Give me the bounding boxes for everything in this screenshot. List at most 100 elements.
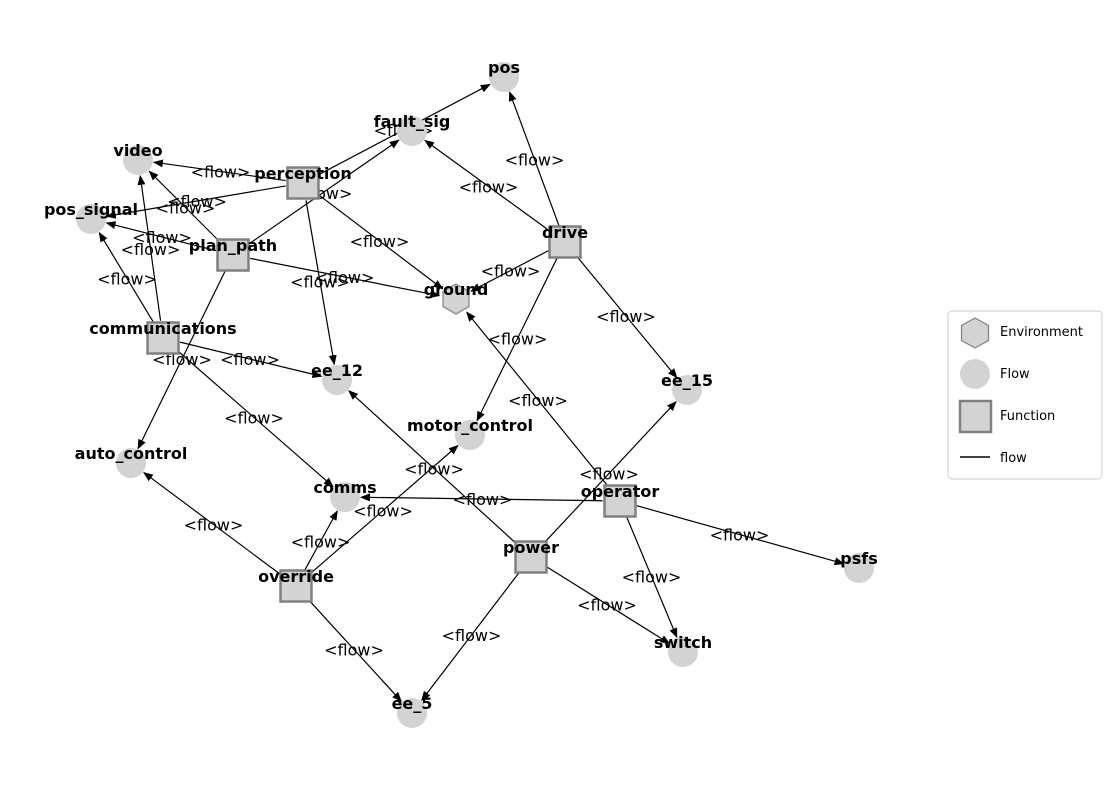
edge-drive-to-motor_control	[476, 257, 558, 422]
legend-flow-label: Flow	[1000, 367, 1030, 382]
node-ground	[442, 283, 470, 315]
edge-operator-to-psfs	[636, 505, 845, 566]
edge-label: <flow>	[459, 178, 519, 197]
edge-perception-to-ee_12	[305, 200, 337, 366]
node-plan_path	[216, 238, 250, 272]
node-auto_control	[116, 448, 146, 478]
edge-operator-to-switch	[626, 516, 678, 639]
legend-function-icon	[958, 399, 993, 434]
node-ee_15	[672, 375, 702, 405]
node-label-psfs: psfs	[840, 549, 877, 568]
node-label-auto_control: auto_control	[75, 444, 188, 463]
edge-perception-to-video	[152, 159, 286, 182]
edge-operator-to-comms	[359, 493, 603, 502]
edge-communications-to-video	[137, 174, 162, 321]
edge-label: <flow>	[224, 409, 284, 428]
edge-drive-to-ground	[470, 249, 550, 292]
node-override	[279, 569, 313, 603]
edge-label: <flow>	[350, 232, 410, 251]
legend-flow-icon	[960, 359, 990, 389]
edge-plan_path-to-auto_control	[137, 270, 226, 450]
edge-label: <flow>	[453, 490, 513, 509]
node-label-operator: operator	[581, 482, 660, 501]
node-video	[123, 145, 153, 175]
edge-override-to-ee_5	[307, 598, 402, 702]
node-label-ee_5: ee_5	[392, 694, 433, 713]
edge-labels-layer: <flow><flow><flow><flow><flow><flow><flo…	[97, 121, 769, 660]
edge-communications-to-comms	[175, 349, 334, 488]
node-label-drive: drive	[542, 223, 588, 242]
edge-plan_path-to-ground	[250, 257, 441, 298]
node-ee_12	[322, 365, 352, 395]
legend-edge-label: flow	[1000, 451, 1027, 466]
edge-label: <flow>	[132, 228, 192, 247]
edge-plan_path-to-video	[148, 170, 222, 244]
edge-plan_path-to-fault_sig	[247, 139, 400, 246]
node-psfs	[844, 553, 874, 583]
edge-label: <flow>	[579, 465, 639, 484]
edge-label: <flow>	[291, 533, 351, 552]
node-comms	[330, 482, 360, 512]
legend-box	[947, 310, 1103, 480]
edge-power-to-ee_12	[348, 390, 519, 546]
node-label-pos: pos	[488, 58, 520, 77]
edge-label: <flow>	[404, 460, 464, 479]
edge-operator-to-ground	[466, 311, 610, 488]
edge-label: <flow>	[353, 502, 413, 521]
node-switch	[668, 637, 698, 667]
node-label-motor_control: motor_control	[407, 416, 533, 435]
legend-function-label: Function	[1000, 409, 1055, 424]
edge-communications-to-pos_signal	[98, 231, 155, 324]
edge-label: <flow>	[577, 596, 637, 615]
edge-label: <flow>	[290, 273, 350, 292]
node-label-power: power	[503, 538, 559, 557]
edge-label: <flow>	[508, 391, 568, 410]
edge-label: <flow>	[596, 307, 656, 326]
node-label-ee_12: ee_12	[311, 361, 363, 380]
legend-environment-label: Environment	[1000, 325, 1083, 340]
edge-label: <flow>	[191, 163, 251, 182]
node-drive	[548, 225, 582, 259]
node-operator	[603, 484, 637, 518]
node-communications	[146, 321, 180, 355]
edge-power-to-ee_15	[542, 400, 677, 545]
edge-perception-to-ground	[316, 193, 444, 290]
node-fault_sig	[397, 116, 427, 146]
node-ee_5	[397, 698, 427, 728]
edge-label: <flow>	[220, 350, 280, 369]
node-label-communications: communications	[89, 319, 236, 338]
edge-label: <flow>	[488, 330, 548, 349]
legend: Environment Flow Function flow	[947, 310, 1103, 480]
node-label-perception: perception	[254, 164, 352, 183]
edge-label: <flow>	[121, 240, 181, 259]
node-perception	[286, 166, 320, 200]
node-label-fault_sig: fault_sig	[374, 112, 451, 131]
node-label-comms: comms	[313, 478, 376, 497]
edge-label: <flow>	[184, 516, 244, 535]
node-label-pos_signal: pos_signal	[44, 200, 138, 219]
edge-label: <flow>	[324, 641, 384, 660]
edge-power-to-switch	[545, 565, 671, 645]
edge-label: <flow>	[167, 192, 227, 211]
edge-drive-to-ee_15	[575, 255, 678, 379]
node-label-video: video	[113, 141, 162, 160]
edge-label: <flow>	[442, 626, 502, 645]
edge-perception-to-pos_signal	[105, 185, 286, 219]
node-label-switch: switch	[654, 633, 712, 652]
edge-override-to-motor_control	[308, 444, 459, 575]
edge-label: <flow>	[97, 270, 157, 289]
edge-label: <flow>	[315, 268, 375, 287]
edge-label: <flow>	[710, 526, 770, 545]
edge-override-to-auto_control	[143, 471, 283, 577]
edges-layer	[98, 83, 845, 702]
node-label-override: override	[258, 567, 334, 586]
node-labels-layer: posfault_sigvideoperceptionpos_signalpla…	[44, 58, 878, 713]
node-label-ee_15: ee_15	[661, 371, 713, 390]
edge-label: <flow>	[622, 568, 682, 587]
edge-drive-to-pos	[508, 91, 560, 226]
edge-override-to-comms	[303, 510, 338, 571]
node-pos_signal	[76, 204, 106, 234]
edge-communications-to-ee_12	[179, 341, 323, 379]
node-power	[514, 540, 548, 574]
